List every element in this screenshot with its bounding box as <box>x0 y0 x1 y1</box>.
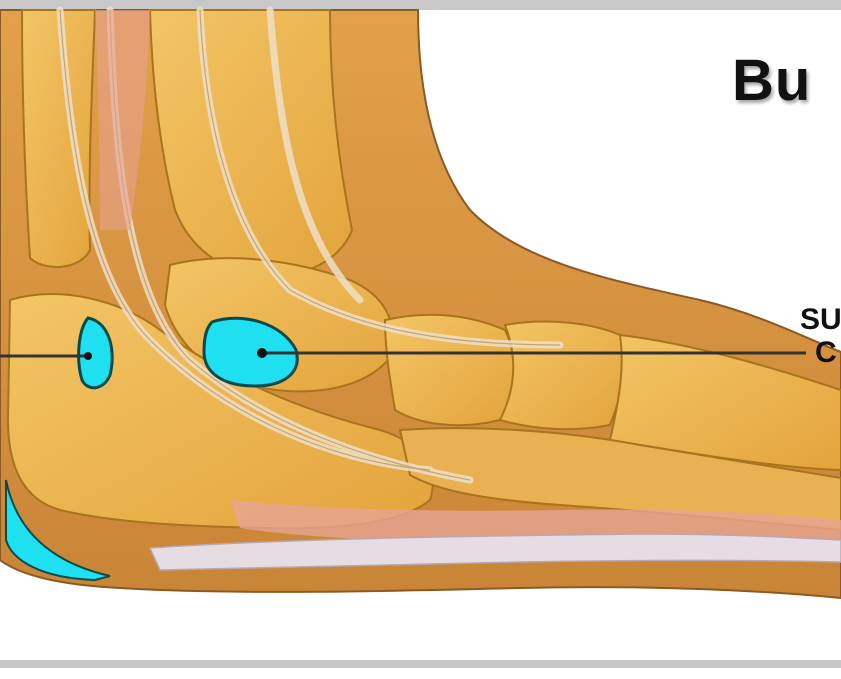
leader-dot-right <box>257 348 267 358</box>
bursa-label-line1: SU <box>800 305 841 335</box>
bursa-label-line2: C <box>815 338 837 368</box>
bottom-frame-bar <box>0 660 841 668</box>
diagram-title: Bu <box>732 52 811 110</box>
cuneiform-bone <box>500 322 624 430</box>
leader-dot-left <box>84 352 92 360</box>
fibula-bone <box>22 10 95 267</box>
top-frame-bar <box>0 0 841 10</box>
